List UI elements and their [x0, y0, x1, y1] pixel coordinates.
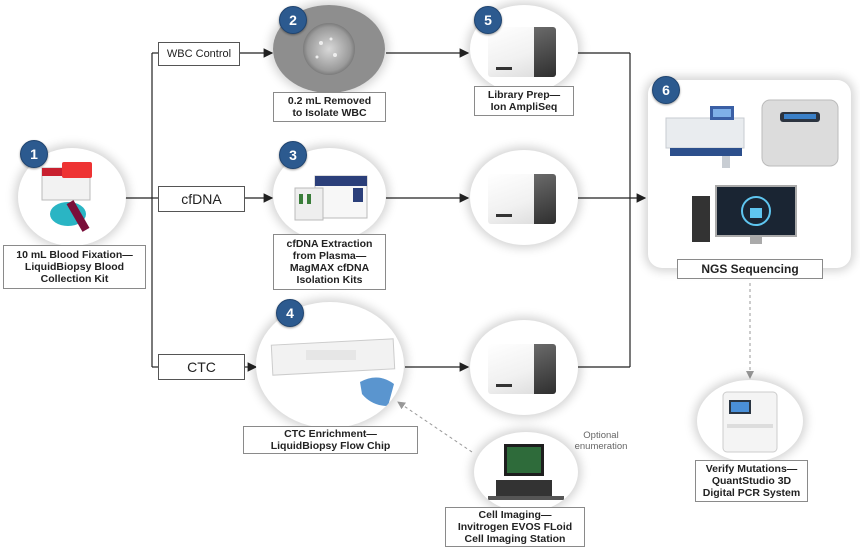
sequencer-icon [665, 106, 745, 168]
step-2-badge: 2 [279, 6, 307, 34]
verify-mutations-label: Verify Mutations— QuantStudio 3D Digital… [695, 460, 808, 502]
blood-tube-icon [41, 162, 92, 232]
step-4-label: CTC Enrichment— LiquidBiopsy Flow Chip [243, 426, 418, 454]
ion-chef-icon [488, 27, 556, 77]
kit-box-icon [294, 175, 368, 221]
sequencing-panel [648, 80, 851, 268]
pcr-instrument-icon [722, 391, 778, 453]
flow-chip-image [256, 302, 404, 428]
branch-cfdna: cfDNA [158, 186, 245, 212]
step-3-badge: 3 [279, 141, 307, 169]
microscope-icon [488, 444, 564, 500]
optional-enumeration-note: Optional enumeration [574, 430, 628, 452]
pcr-instrument-image [697, 380, 803, 462]
monitor-icon [692, 185, 797, 244]
sequencer-icon [761, 99, 839, 167]
library-prep-instrument-ctc [470, 320, 578, 415]
library-prep-instrument-cfdna [470, 150, 578, 245]
branch-ctc: CTC [158, 354, 245, 380]
step-1-label: 10 mL Blood Fixation— LiquidBiopsy Blood… [3, 245, 146, 289]
step-5-label: Library Prep— Ion AmpliSeq [474, 86, 574, 116]
step-6-label: NGS Sequencing [677, 259, 823, 279]
cell-imaging-image [474, 432, 578, 512]
flow-chip-icon [270, 338, 396, 406]
branch-wbc-control: WBC Control [158, 42, 240, 66]
step-2-label: 0.2 mL Removed to Isolate WBC [273, 92, 386, 122]
step-1-badge: 1 [20, 140, 48, 168]
ion-chef-icon [488, 344, 556, 394]
step-6-badge: 6 [652, 76, 680, 104]
cell-imaging-label: Cell Imaging— Invitrogen EVOS FLoid Cell… [445, 507, 585, 547]
step-4-badge: 4 [276, 299, 304, 327]
step-5-badge: 5 [474, 6, 502, 34]
ion-chef-icon [488, 174, 556, 224]
step-3-label: cfDNA Extraction from Plasma— MagMAX cfD… [273, 234, 386, 290]
